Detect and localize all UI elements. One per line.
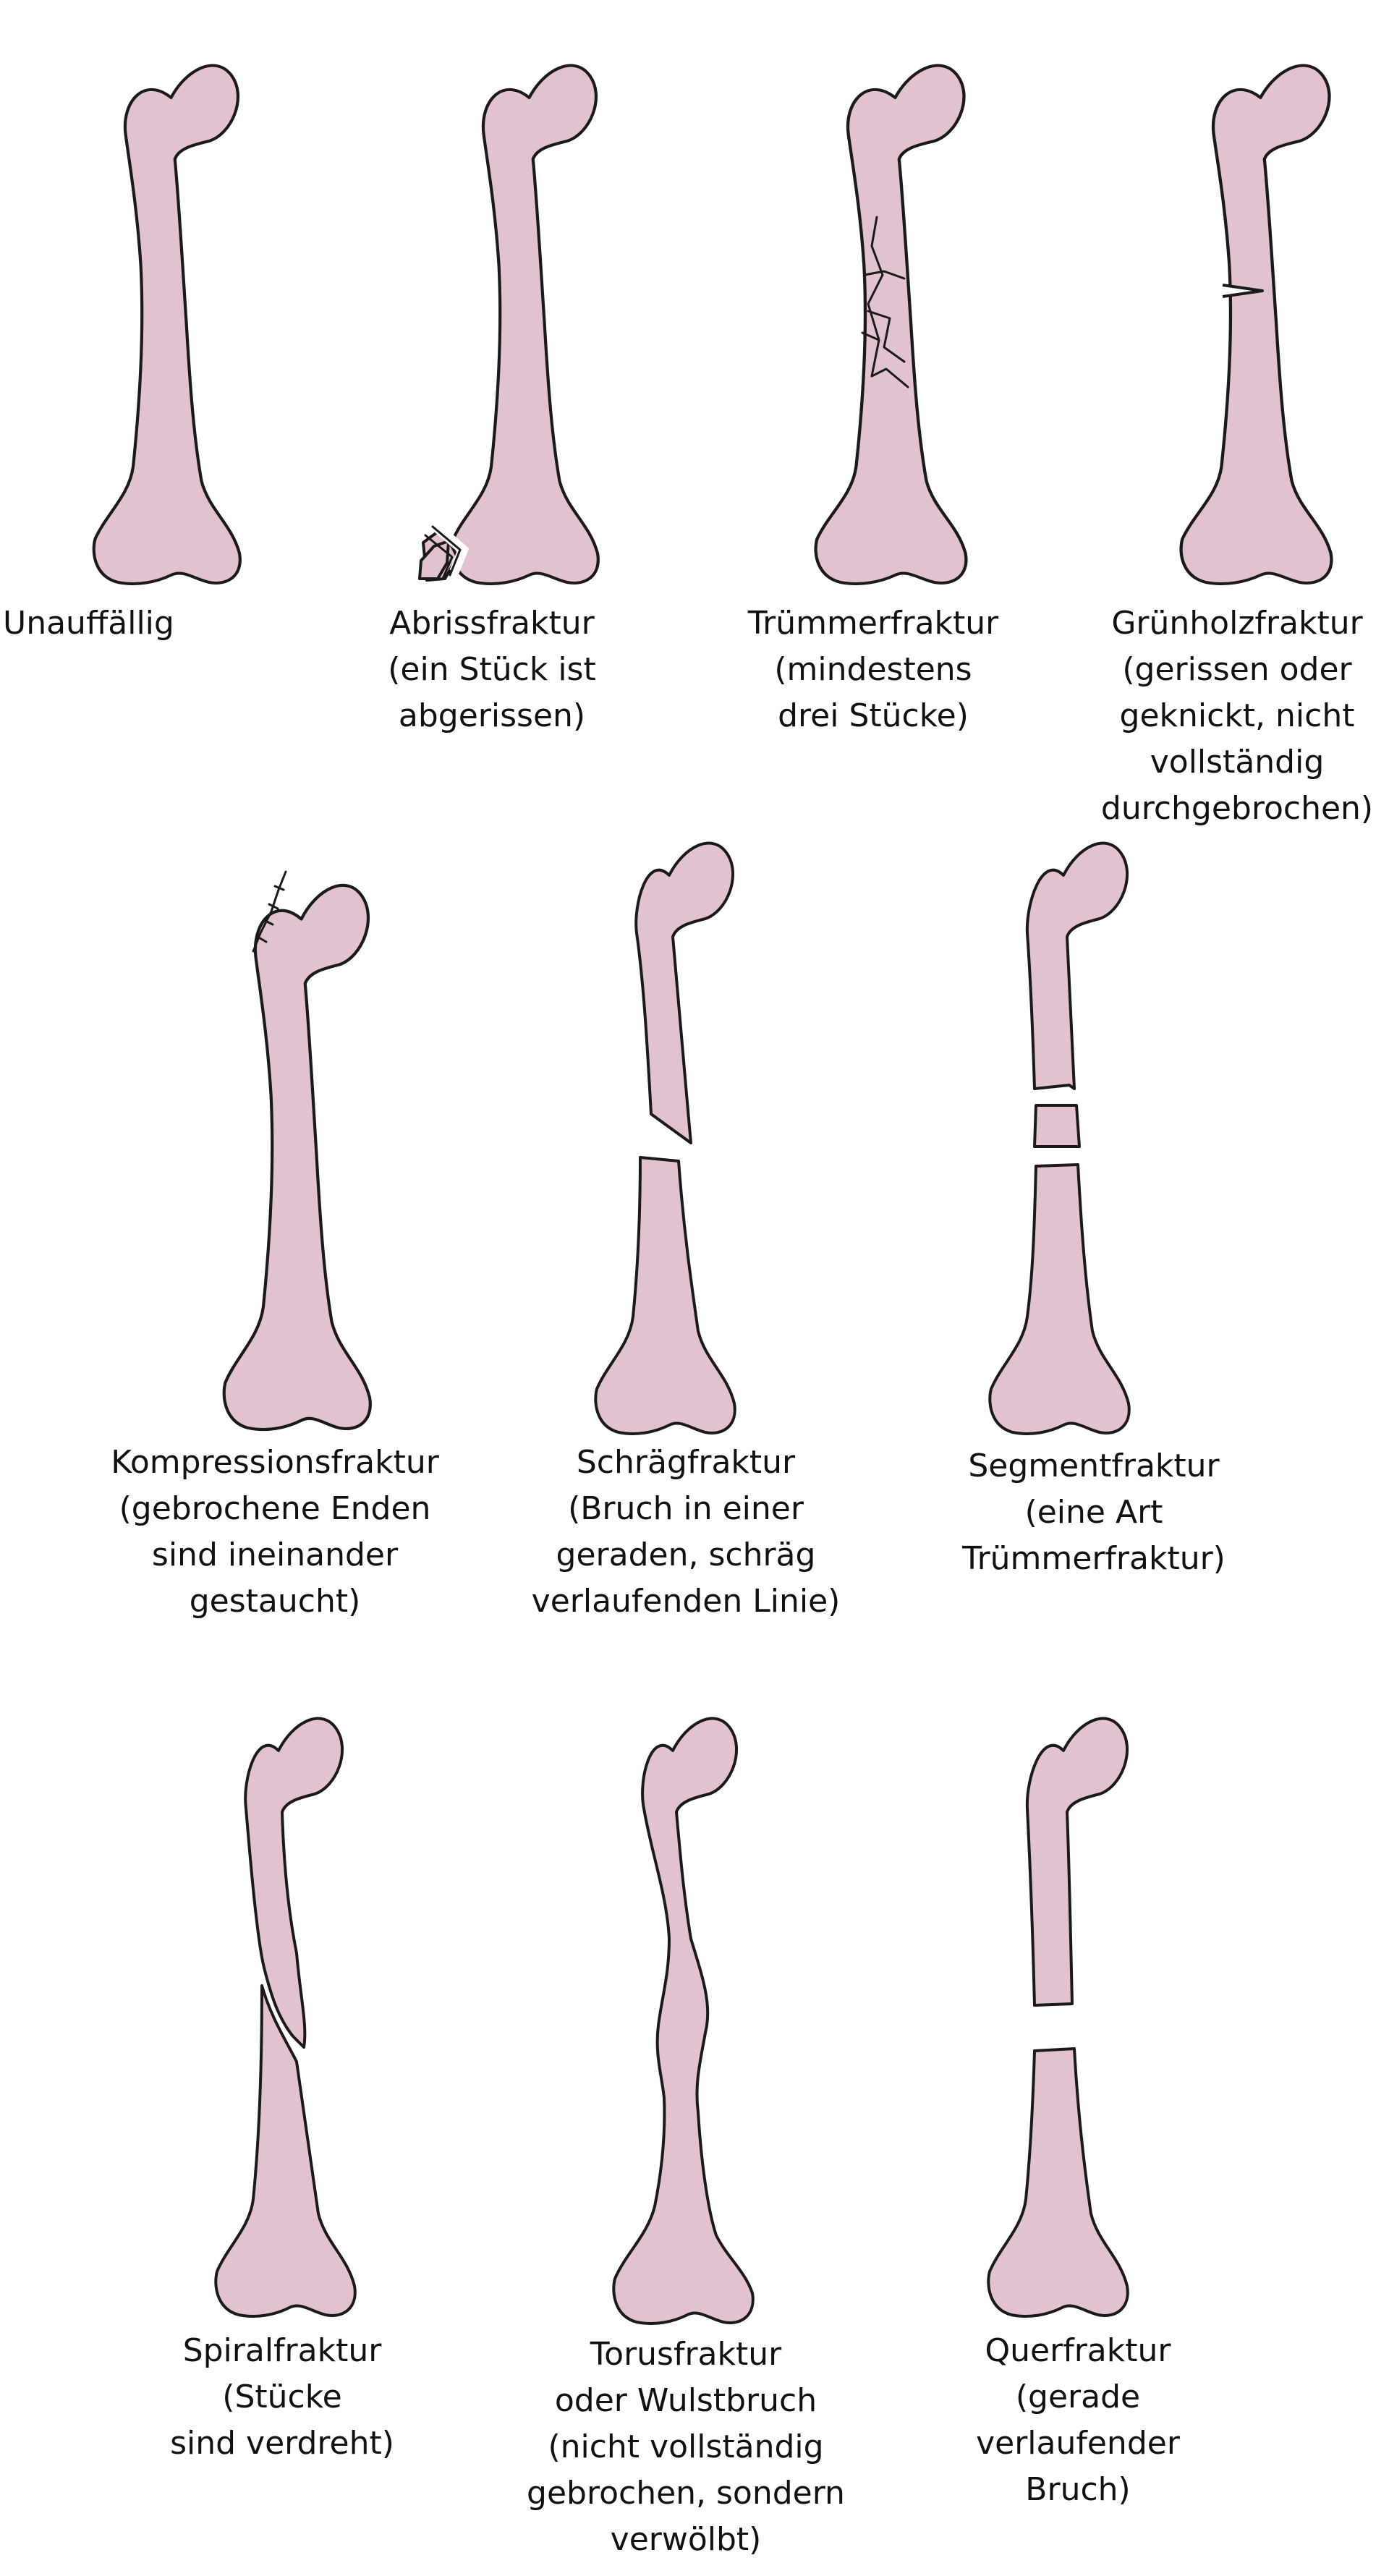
caption-line: verlaufenden Linie) — [476, 1578, 896, 1625]
bone-segmentfraktur-top — [1027, 843, 1127, 1089]
caption-line: Trümmerfraktur) — [884, 1536, 1304, 1582]
caption-line: oder Wulstbruch — [476, 2378, 896, 2424]
caption-line: Abrissfraktur — [282, 600, 702, 647]
bone-segmentfraktur-bottom — [990, 1165, 1129, 1434]
bone-kompressionsfraktur — [224, 885, 370, 1429]
caption-line: (eine Art — [884, 1489, 1304, 1536]
caption-line: abgerissen) — [282, 693, 702, 739]
caption-line: Segmentfraktur — [884, 1443, 1304, 1489]
caption-line: Torusfraktur — [476, 2331, 896, 2378]
caption-abrissfraktur: Abrissfraktur (ein Stück ist abgerissen) — [282, 600, 702, 739]
caption-line: (nicht vollständig — [476, 2424, 896, 2470]
caption-kompressionsfraktur: Kompressionsfraktur (gebrochene Enden si… — [65, 1440, 485, 1625]
caption-line: Kompressionsfraktur — [65, 1440, 485, 1486]
caption-line: sind verdreht) — [72, 2420, 492, 2467]
caption-line: sind ineinander — [65, 1532, 485, 1578]
caption-line: (Stücke — [72, 2374, 492, 2420]
caption-line: verlaufender — [868, 2420, 1288, 2467]
caption-line: (Bruch in einer — [476, 1486, 896, 1532]
caption-truemmerfraktur: Trümmerfraktur (mindestens drei Stücke) — [663, 600, 1083, 739]
caption-line: geraden, schräg — [476, 1532, 896, 1578]
caption-line: (gerissen oder — [1027, 647, 1389, 693]
bone-gruenholzfraktur — [1181, 66, 1332, 584]
caption-line: Bruch) — [868, 2467, 1288, 2513]
bone-truemmerfraktur — [816, 66, 967, 584]
caption-line: (ein Stück ist — [282, 647, 702, 693]
caption-line: geknickt, nicht — [1027, 693, 1389, 739]
bone-querfraktur-top — [1027, 1719, 1127, 2005]
caption-line: Unauffällig — [3, 600, 292, 647]
caption-line: Trümmerfraktur — [663, 600, 1083, 647]
caption-line: durchgebrochen) — [1027, 786, 1389, 832]
caption-spiralfraktur: Spiralfraktur (Stücke sind verdreht) — [72, 2328, 492, 2467]
bone-torusfraktur — [613, 1719, 752, 2324]
caption-line: gestaucht) — [65, 1578, 485, 1625]
caption-line: verwölbt) — [476, 2517, 896, 2563]
bone-querfraktur-bottom — [988, 2049, 1127, 2316]
caption-unauffaellig: Unauffällig — [3, 600, 292, 647]
caption-line: Spiralfraktur — [72, 2328, 492, 2374]
caption-gruenholzfraktur: Grünholzfraktur (gerissen oder geknickt,… — [1027, 600, 1389, 832]
caption-line: (gerade — [868, 2374, 1288, 2420]
caption-schraegfraktur: Schrägfraktur (Bruch in einer geraden, s… — [476, 1440, 896, 1625]
caption-line: Schrägfraktur — [476, 1440, 896, 1486]
bone-schraegfraktur-top — [636, 843, 733, 1143]
caption-line: Querfraktur — [868, 2328, 1288, 2374]
caption-line: vollständig — [1027, 739, 1389, 786]
caption-line: gebrochen, sondern — [476, 2470, 896, 2517]
caption-line: drei Stücke) — [663, 693, 1083, 739]
caption-line: Grünholzfraktur — [1027, 600, 1389, 647]
bone-segmentfraktur-middle — [1035, 1105, 1079, 1147]
caption-line: (gebrochene Enden — [65, 1486, 485, 1532]
bone-spiralfraktur-bottom — [216, 1986, 354, 2316]
caption-line: (mindestens — [663, 647, 1083, 693]
bone-abrissfraktur — [452, 66, 598, 584]
caption-segmentfraktur: Segmentfraktur (eine Art Trümmerfraktur) — [884, 1443, 1304, 1582]
bone-spiralfraktur-top — [245, 1719, 342, 2047]
bone-unauffaellig — [94, 66, 240, 584]
bone-schraegfraktur-bottom — [595, 1157, 734, 1434]
caption-torusfraktur: Torusfraktur oder Wulstbruch (nicht voll… — [476, 2331, 896, 2563]
caption-querfraktur: Querfraktur (gerade verlaufender Bruch) — [868, 2328, 1288, 2513]
